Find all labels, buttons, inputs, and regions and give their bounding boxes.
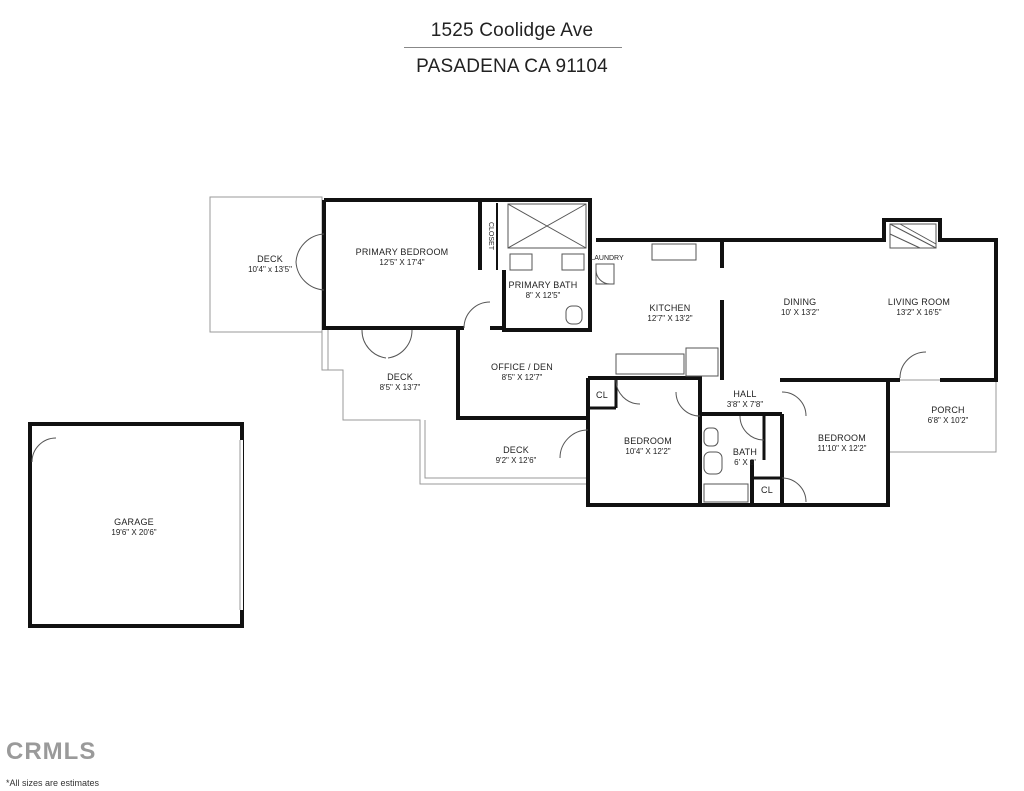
laundry-label: LAUNDRY: [590, 255, 624, 262]
office-den-dims: 8'5" X 12'7": [502, 373, 543, 382]
fridge: [685, 347, 719, 377]
deck-lower-dims: 9'2" X 12'6": [496, 456, 537, 465]
primary-bedroom-south-wall: [322, 200, 464, 330]
door-deck-2: [295, 261, 325, 291]
crmls-logo: CRMLS: [6, 738, 97, 765]
deck-lower-label: DECK: [503, 445, 529, 455]
deck-middle-dims: 8'5" X 13'7": [380, 383, 421, 392]
door-deck-mid-2: [387, 329, 413, 359]
door-bedroom-left: [675, 391, 701, 417]
bath-toilet: [703, 427, 719, 447]
kitchen-label: KITCHEN: [650, 303, 691, 313]
dining-dims: 10' X 13'2": [781, 308, 819, 317]
door-cl-left: [615, 379, 641, 405]
office-walls: [456, 330, 588, 420]
bathtub: [703, 483, 749, 503]
door-bath: [739, 415, 765, 441]
door-deck-1: [295, 233, 325, 263]
bedroom-left-dims: 10'4" X 12'2": [625, 447, 670, 456]
porch-label: PORCH: [931, 405, 965, 415]
fireplace-hatch: [889, 223, 937, 249]
primary-bath-label: PRIMARY BATH: [509, 280, 578, 290]
estimate-note: *All sizes are estimates: [6, 778, 100, 788]
door-cl-right: [781, 477, 807, 503]
closet-label: CLOSET: [487, 222, 494, 251]
bedroom-left-label: BEDROOM: [624, 436, 672, 446]
door-swings: [295, 233, 927, 503]
hall-bath-walls: [700, 380, 890, 507]
deck-left-dims: 10'4" x 13'5": [248, 265, 292, 274]
toilet-primary: [565, 305, 583, 325]
garage-door-swing: [31, 437, 57, 463]
primary-bedroom-label: PRIMARY BEDROOM: [356, 247, 449, 257]
bedroom-right-dims: 11'10" X 12'2": [817, 444, 866, 453]
primary-bath-dims: 8" X 12'5": [526, 291, 561, 300]
living-room-label: LIVING ROOM: [888, 297, 950, 307]
laundry-appliance: [595, 263, 615, 285]
kitchen-dims: 12'7" X 13'2": [647, 314, 692, 323]
title-divider: [404, 47, 622, 48]
door-bedroom-right: [781, 391, 807, 417]
bath-dims: 6' X 8': [734, 458, 756, 467]
hall-label: HALL: [733, 389, 756, 399]
door-porch: [899, 351, 927, 379]
dining-label: DINING: [784, 297, 817, 307]
porch-dims: 6'8" X 10'2": [928, 416, 969, 425]
stove-counter: [615, 353, 685, 375]
shower-cross: [507, 203, 587, 249]
hall-dims: 3'8" X 7'8": [727, 400, 763, 409]
deck-lower-outline: [321, 330, 588, 485]
sink-1: [509, 253, 533, 271]
bedroom-left-walls: [586, 378, 702, 507]
deck-lower-inner: [424, 420, 588, 479]
bath-label: BATH: [733, 447, 757, 457]
fixtures: [507, 203, 937, 503]
bedroom-left-north: [588, 376, 702, 392]
fireplace: [889, 223, 937, 249]
cl-left-label: CL: [596, 390, 608, 400]
deck-left-label: DECK: [257, 254, 283, 264]
door-primary: [463, 301, 491, 329]
address-line-1: 1525 Coolidge Ave: [430, 20, 594, 41]
bedroom-right-label: BEDROOM: [818, 433, 866, 443]
living-room-walls: [722, 218, 998, 382]
bath-sink: [703, 451, 723, 475]
door-deck-mid-1: [361, 329, 387, 359]
sink-2: [561, 253, 585, 271]
door-laundry: [595, 269, 611, 285]
garage-walls: [28, 422, 244, 628]
deck-middle-label: DECK: [387, 372, 413, 382]
office-den-label: OFFICE / DEN: [491, 362, 553, 372]
cl-right-label: CL: [761, 485, 773, 495]
door-bedroom-deck: [559, 429, 589, 459]
address-line-2: PASADENA CA 91104: [416, 56, 608, 77]
garage-label: GARAGE: [114, 517, 154, 527]
primary-bedroom-walls: [324, 198, 592, 332]
kitchen-sink: [651, 243, 697, 261]
garage-dims: 19'6" X 20'6": [111, 528, 156, 537]
primary-bedroom-dims: 12'5" X 17'4": [379, 258, 424, 267]
house-walls: [322, 198, 998, 507]
living-room-dims: 13'2" X 16'5": [896, 308, 941, 317]
shower-fixture: [507, 203, 587, 249]
bath-south-wall: [700, 460, 782, 507]
